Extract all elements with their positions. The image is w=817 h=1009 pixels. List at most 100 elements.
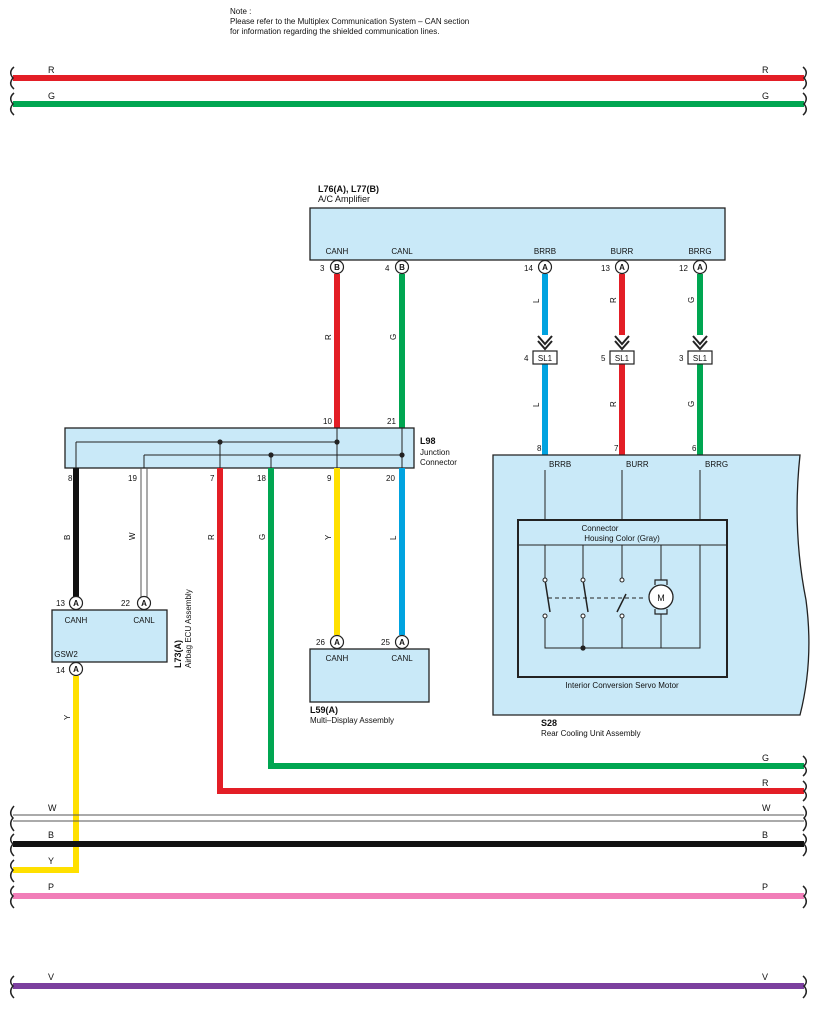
bus-label-w-left: W <box>48 803 57 813</box>
jc-name-line-1: Junction <box>420 448 450 457</box>
ac-amp-pin-4: 4 <box>385 264 390 273</box>
bus-label-y-left: Y <box>48 856 54 866</box>
servo-name: Interior Conversion Servo Motor <box>565 681 679 690</box>
note-line-2: Please refer to the Multiplex Communicat… <box>230 17 469 26</box>
ac-amp-connector-mark-a3 <box>692 259 708 275</box>
ac-amp-term-burr: BURR <box>611 247 634 256</box>
airbag-connector-mark-2 <box>136 595 152 611</box>
motor-icon <box>648 584 674 610</box>
jc-wires: B W R G Y L <box>63 468 804 794</box>
wire-label-burr-upper: R <box>609 297 618 303</box>
mda-conn-2: A <box>399 638 405 647</box>
bus-label-p-right: P <box>762 882 768 892</box>
jc-splice-2 <box>334 439 340 445</box>
airbag-pin-14: 14 <box>56 666 65 675</box>
motor-leads <box>622 545 662 649</box>
ac-amp-conn-a3: A <box>697 263 703 272</box>
jc-pin-10: 10 <box>323 417 332 426</box>
ac-amp-code: L76(A), L77(B) <box>318 184 379 194</box>
junction-connector: L98 Junction Connector 10 21 8 19 7 18 9… <box>64 417 457 483</box>
sl1-chevron-icon-2 <box>614 335 630 351</box>
airbag-code: L73(A) <box>173 640 183 668</box>
jc-pin-8: 8 <box>68 474 73 483</box>
sl1-pin-5: 5 <box>601 354 606 363</box>
jc-pin-21: 21 <box>387 417 396 426</box>
bus-break-left-top <box>10 66 15 116</box>
wire-w-airbag <box>140 468 148 597</box>
jc-pin-20: 20 <box>386 474 395 483</box>
wire-label-r: R <box>207 534 216 540</box>
ac-amp-term-brrb: BRRB <box>534 247 556 256</box>
jc-splice-1 <box>217 439 223 445</box>
rcu-term-brrg: BRRG <box>705 460 728 469</box>
rcu-code: S28 <box>541 718 557 728</box>
bus-label-b-right: B <box>762 830 768 840</box>
ac-amp-conn-a2: A <box>619 263 625 272</box>
rcu-pin-7: 7 <box>614 444 619 453</box>
jc-pin-19: 19 <box>128 474 137 483</box>
wire-g-lower-bus <box>268 468 804 769</box>
jc-pin-18: 18 <box>257 474 266 483</box>
airbag-term-gsw2: GSW2 <box>54 650 78 659</box>
ac-amp-connector-mark-a1 <box>537 259 553 275</box>
mda-code: L59(A) <box>310 705 338 715</box>
servo-contact-1 <box>542 577 548 583</box>
sl1-label-3: SL1 <box>693 354 708 363</box>
wire-r-lower-bus <box>217 468 804 794</box>
airbag-connector-mark-1 <box>68 595 84 611</box>
rcu-term-burr: BURR <box>626 460 649 469</box>
servo-contact-2 <box>542 613 548 619</box>
bus-label-w-right: W <box>762 803 771 813</box>
wire-label-l: L <box>389 535 398 540</box>
mda-box <box>309 648 430 703</box>
bus-label-g-low: G <box>762 753 769 763</box>
ac-amp-pin-12: 12 <box>679 264 688 273</box>
wire-label-burr-lower: R <box>609 401 618 407</box>
servo-contact-6 <box>619 613 625 619</box>
airbag-term-canh: CANH <box>65 616 88 625</box>
airbag-conn-1: A <box>73 599 79 608</box>
airbag-pin-22: 22 <box>121 599 130 608</box>
bus-label-r-low: R <box>762 778 769 788</box>
airbag-conn-2: A <box>141 599 147 608</box>
wire-label-y: Y <box>324 534 333 540</box>
bus-wire-w <box>13 814 804 822</box>
bus-break-left-lower <box>10 805 15 999</box>
bus-label-g-right: G <box>762 91 769 101</box>
housing-label-line-1: Connector <box>582 524 619 533</box>
note-line-1: Note : <box>230 7 251 16</box>
sl1-label-2: SL1 <box>615 354 630 363</box>
ac-amp-term-canh: CANH <box>326 247 349 256</box>
wire-label-b: B <box>63 535 72 540</box>
housing-label-line-2: Housing Color (Gray) <box>584 534 660 543</box>
sl1-pin-3: 3 <box>679 354 684 363</box>
servo-contact-4 <box>580 613 586 619</box>
rcu-pin-8: 8 <box>537 444 542 453</box>
bus-break-right-gr <box>802 755 807 802</box>
airbag-name: Airbag ECU Assembly <box>184 589 193 668</box>
ac-amp-pin-14: 14 <box>524 264 533 273</box>
sl1-chevron-icon-1 <box>537 335 553 351</box>
ac-amplifier: L76(A), L77(B) A/C Amplifier CANH CANL B… <box>309 184 726 261</box>
ac-amp-wires: R G L R G L R G <box>324 274 703 455</box>
sl1-chevron-icon-3 <box>692 335 708 351</box>
mda-connector-mark-1 <box>329 634 345 650</box>
sl1-pin-4: 4 <box>524 354 529 363</box>
jc-box <box>64 427 415 469</box>
bus-label-v-left: V <box>48 972 54 982</box>
wire-label-canh-r: R <box>324 334 333 340</box>
airbag-term-canl: CANL <box>133 616 155 625</box>
rcu-name: Rear Cooling Unit Assembly <box>541 729 641 738</box>
wire-label-w: W <box>128 532 137 540</box>
sl1-connectors: SL1 SL1 SL1 4 5 3 <box>524 335 713 365</box>
mda-connector-mark-2 <box>394 634 410 650</box>
bus-label-r-right: R <box>762 65 769 75</box>
ac-amp-conn-b2: B <box>399 263 405 272</box>
mda-pin-25: 25 <box>381 638 390 647</box>
servo-contact-3 <box>580 577 586 583</box>
note: Note : Please refer to the Multiplex Com… <box>230 7 469 36</box>
ac-amp-conn-b1: B <box>334 263 340 272</box>
servo-contact-5 <box>619 577 625 583</box>
mda-term-canl: CANL <box>391 654 413 663</box>
